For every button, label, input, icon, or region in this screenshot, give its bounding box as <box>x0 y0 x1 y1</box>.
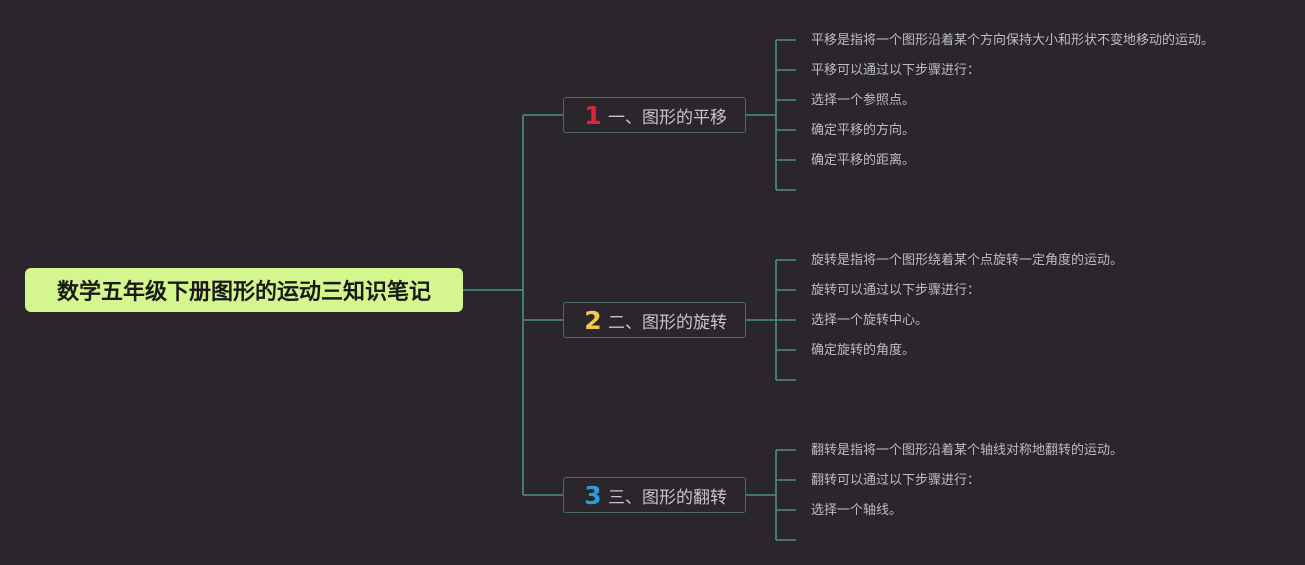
leaf-text[interactable]: 选择一个轴线。 <box>811 503 903 518</box>
leaf-text[interactable]: 平移是指将一个图形沿着某个方向保持大小和形状不变地移动的运动。 <box>811 33 1215 48</box>
root-title: 数学五年级下册图形的运动三知识笔记 <box>56 280 431 305</box>
branch-topic-rotation[interactable]: 2 二、图形的旋转 <box>563 302 746 338</box>
branch-topic-translation[interactable]: 1 一、图形的平移 <box>563 97 746 133</box>
leaf-text[interactable]: 旋转可以通过以下步骤进行： <box>811 283 981 298</box>
leaf-text[interactable]: 平移可以通过以下步骤进行： <box>811 63 981 78</box>
leaf-text[interactable]: 翻转可以通过以下步骤进行： <box>811 473 981 488</box>
root-topic[interactable]: 数学五年级下册图形的运动三知识笔记 <box>25 268 463 312</box>
number-badge-1: 1 <box>584 100 602 130</box>
leaf-text[interactable]: 确定平移的方向。 <box>811 123 916 138</box>
leaf-text[interactable]: 旋转是指将一个图形绕着某个点旋转一定角度的运动。 <box>811 253 1124 268</box>
branch-label: 三、图形的翻转 <box>608 487 727 508</box>
branch-label: 二、图形的旋转 <box>608 312 727 333</box>
leaf-text[interactable]: 确定平移的距离。 <box>811 153 916 168</box>
leaf-text[interactable]: 翻转是指将一个图形沿着某个轴线对称地翻转的运动。 <box>811 443 1124 458</box>
leaf-text[interactable]: 确定旋转的角度。 <box>811 343 916 358</box>
number-badge-3: 3 <box>584 480 602 510</box>
branch-topic-flip[interactable]: 3 三、图形的翻转 <box>563 477 746 513</box>
leaf-text[interactable]: 选择一个旋转中心。 <box>811 313 929 328</box>
number-badge-2: 2 <box>584 305 602 335</box>
branch-label: 一、图形的平移 <box>608 107 727 128</box>
leaf-text[interactable]: 选择一个参照点。 <box>811 93 916 108</box>
